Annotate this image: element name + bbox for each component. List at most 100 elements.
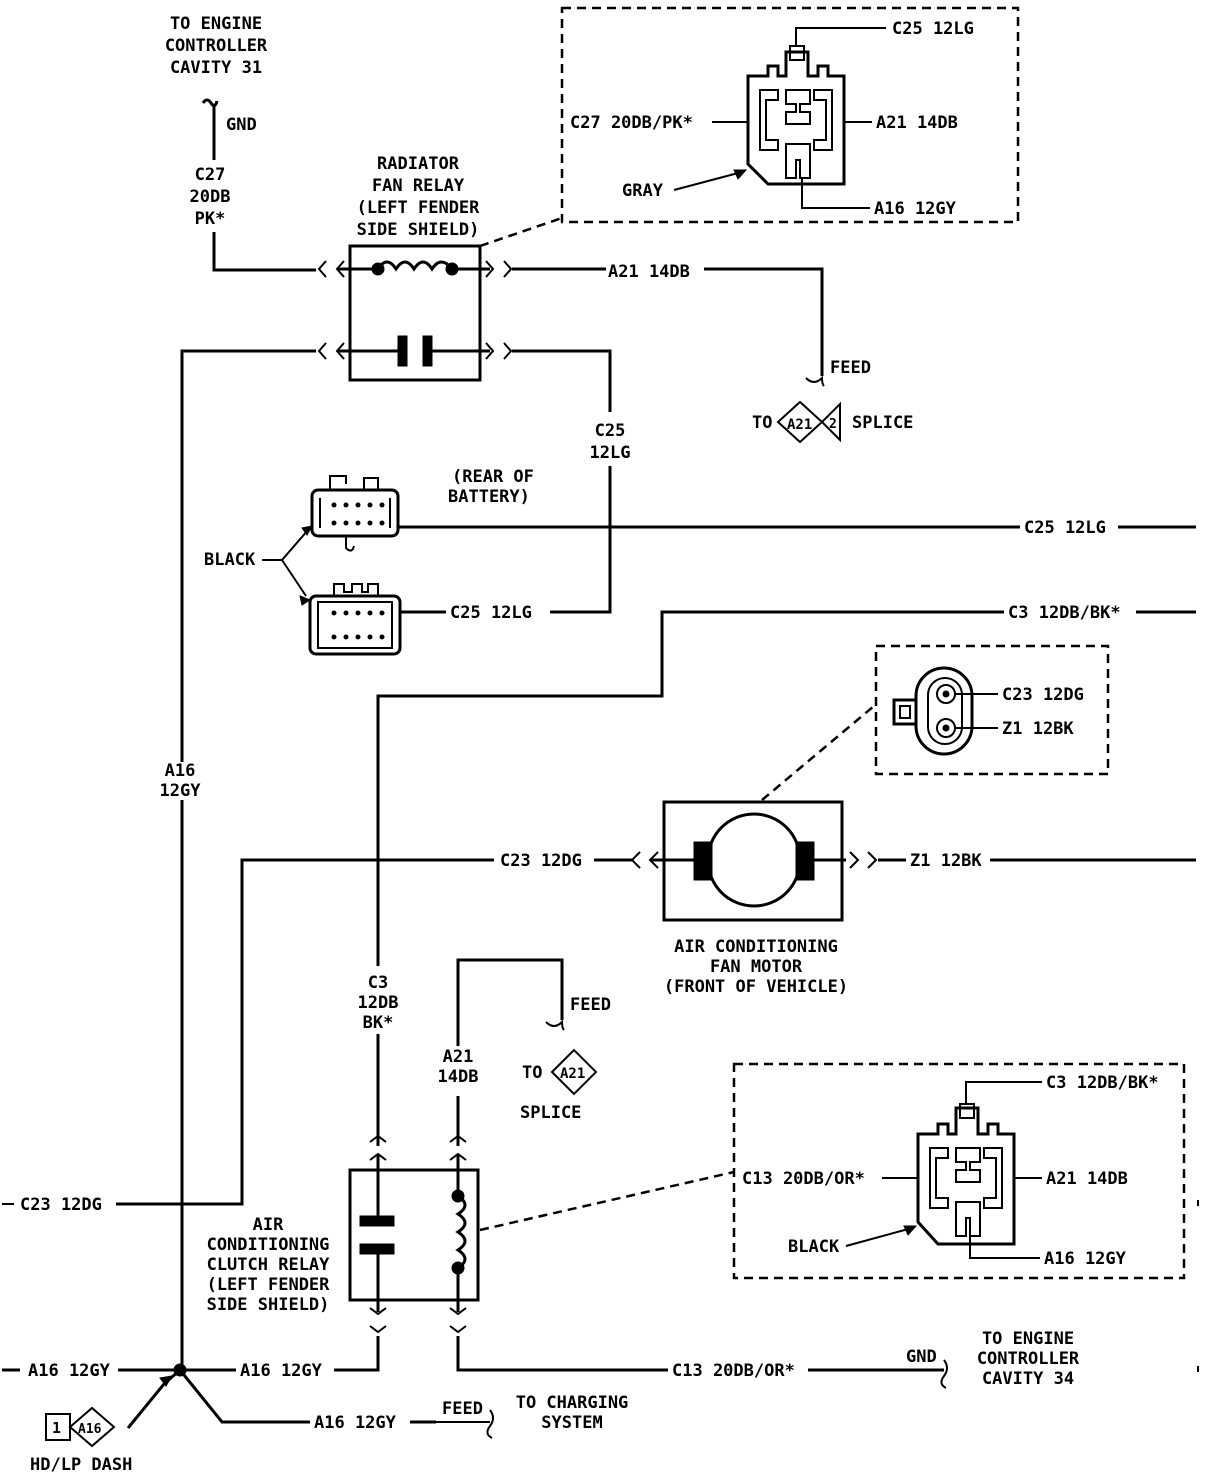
gnd-label-bottom: GND	[906, 1347, 937, 1367]
feed-label-bottom: FEED	[442, 1399, 483, 1419]
svg-text:CLUTCH RELAY: CLUTCH RELAY	[207, 1255, 331, 1275]
clutch-relay-coil	[451, 1154, 467, 1312]
svg-text:TO ENGINE: TO ENGINE	[170, 14, 262, 34]
radiator-relay-coil	[338, 260, 490, 276]
engine-controller-31-label: TO ENGINE CONTROLLER CAVITY 31	[165, 14, 268, 78]
hdlp-arrow	[159, 1375, 173, 1387]
inset3-a16-label: A16 12GY	[1044, 1249, 1127, 1269]
svg-text:TO: TO	[522, 1063, 542, 1083]
ac-fan-motor-label: AIR CONDITIONING FAN MOTOR (FRONT OF VEH…	[664, 937, 848, 997]
c23-label-mid: C23 12DG	[500, 851, 582, 871]
gnd-label-top: GND	[226, 115, 257, 135]
svg-text:(LEFT FENDER: (LEFT FENDER	[207, 1275, 331, 1295]
gnd-termination-top	[201, 98, 219, 108]
inset3-c3-lead	[965, 1081, 1042, 1104]
svg-text:AIR: AIR	[253, 1215, 284, 1235]
inset2-z1-label: Z1 12BK	[1002, 719, 1074, 739]
black-leader-lines	[262, 529, 309, 597]
c25-wire-vertical	[512, 349, 612, 614]
clutch-relay-connector-marks	[369, 1134, 467, 1334]
ac-clutch-relay-label: AIR CONDITIONING CLUTCH RELAY (LEFT FEND…	[207, 1215, 331, 1315]
a21-wire-top	[512, 267, 824, 376]
hdlp-dash-connector: 1 A16	[45, 1406, 116, 1448]
feed-label-mid: FEED	[570, 995, 611, 1015]
inset1-a21-label: A21 14DB	[876, 113, 958, 133]
svg-text:(REAR OF: (REAR OF	[452, 467, 534, 487]
a21-label-top: A21 14DB	[608, 262, 690, 282]
a21-wire-mid	[456, 958, 564, 1046]
svg-text:20DB: 20DB	[190, 187, 231, 207]
a16-wire-trunk	[180, 349, 316, 1370]
inset3-black-label: BLACK	[788, 1237, 840, 1257]
svg-text:12LG: 12LG	[590, 443, 631, 463]
a16-wire-bottom	[178, 1369, 436, 1424]
svg-text:TO: TO	[752, 413, 772, 433]
a16-vertical-label: A16 12GY	[160, 761, 202, 801]
hdlp-wire	[126, 1368, 181, 1429]
svg-text:SYSTEM: SYSTEM	[541, 1413, 602, 1433]
svg-text:(FRONT OF VEHICLE): (FRONT OF VEHICLE)	[664, 977, 848, 997]
inset3-c13-label: C13 20DB/OR*	[742, 1169, 865, 1189]
svg-text:CONDITIONING: CONDITIONING	[207, 1235, 330, 1255]
feed-termination-top	[805, 375, 825, 387]
inset1-leader-line	[479, 216, 563, 248]
inset1-c27-label: C27 20DB/PK*	[570, 113, 693, 133]
inset1-gray-label: GRAY	[622, 181, 664, 201]
radiator-fan-relay-label: RADIATOR FAN RELAY (LEFT FENDER SIDE SHI…	[357, 154, 481, 240]
svg-text:PK*: PK*	[195, 209, 226, 229]
inset3-a21-label: A21 14DB	[1046, 1169, 1128, 1189]
c13-wire-bottom	[456, 1336, 944, 1372]
svg-text:SPLICE: SPLICE	[520, 1103, 581, 1123]
inset3-leader-line	[479, 1170, 735, 1232]
svg-text:SPLICE: SPLICE	[852, 413, 913, 433]
inset1-connector-body	[746, 45, 846, 186]
svg-text:12DB: 12DB	[358, 993, 399, 1013]
a21-vertical-label: A21 14DB	[438, 1047, 479, 1087]
svg-text:CAVITY 34: CAVITY 34	[982, 1369, 1074, 1389]
svg-text:A21: A21	[787, 417, 812, 433]
splice-a21-mid: TO A21 SPLICE	[520, 1048, 598, 1123]
svg-text:AIR CONDITIONING: AIR CONDITIONING	[674, 937, 838, 957]
radiator-relay-connector-marks	[317, 260, 513, 360]
svg-text:A21: A21	[560, 1066, 585, 1082]
svg-text:C3: C3	[368, 973, 388, 993]
c27-wire-label: C27 20DB PK*	[190, 165, 231, 229]
feed-termination-bottom	[486, 1409, 494, 1439]
svg-text:FAN MOTOR: FAN MOTOR	[710, 957, 803, 977]
radiator-relay-connector-inset	[560, 6, 1020, 224]
inset2-connector-body	[892, 666, 974, 756]
a16-label-mid: A16 12GY	[240, 1361, 323, 1381]
c25-label-lower: C25 12LG	[450, 603, 532, 623]
black-connector-label: BLACK	[204, 550, 256, 570]
svg-text:TO ENGINE: TO ENGINE	[982, 1329, 1074, 1349]
battery-connector-upper	[310, 475, 400, 552]
hdlp-dash-label: HD/LP DASH	[30, 1455, 132, 1475]
fan-motor-symbol	[693, 812, 815, 908]
svg-text:SIDE SHIELD): SIDE SHIELD)	[357, 220, 480, 240]
c27-wire	[212, 104, 316, 272]
svg-text:(LEFT FENDER: (LEFT FENDER	[357, 198, 481, 218]
svg-text:A16: A16	[78, 1422, 102, 1437]
svg-text:CAVITY 31: CAVITY 31	[170, 58, 262, 78]
radiator-relay-contacts	[338, 335, 490, 367]
c23-label-left: C23 12DG	[20, 1195, 102, 1215]
c25-vertical-label: C25 12LG	[590, 421, 631, 463]
inset3-c3-label: C3 12DB/BK*	[1046, 1073, 1159, 1093]
svg-text:A21: A21	[443, 1047, 474, 1067]
svg-text:C27: C27	[195, 165, 226, 185]
inset1-a16-lead	[801, 178, 870, 209]
rear-of-battery-label: (REAR OF BATTERY)	[448, 467, 534, 507]
svg-text:FAN RELAY: FAN RELAY	[372, 176, 465, 196]
svg-text:CONTROLLER: CONTROLLER	[165, 36, 268, 56]
a16-wire-mid	[182, 1336, 380, 1372]
gnd-termination-bottom	[940, 1359, 948, 1389]
svg-text:14DB: 14DB	[438, 1067, 479, 1087]
svg-text:SIDE SHIELD): SIDE SHIELD)	[207, 1295, 330, 1315]
c13-label-bottom: C13 20DB/OR*	[672, 1361, 795, 1381]
svg-text:A16: A16	[165, 761, 196, 781]
inset1-gray-leader	[673, 171, 743, 191]
z1-label-mid: Z1 12BK	[910, 851, 982, 871]
c3-wire	[376, 610, 1196, 1146]
inset3-black-arrow	[903, 1225, 918, 1236]
